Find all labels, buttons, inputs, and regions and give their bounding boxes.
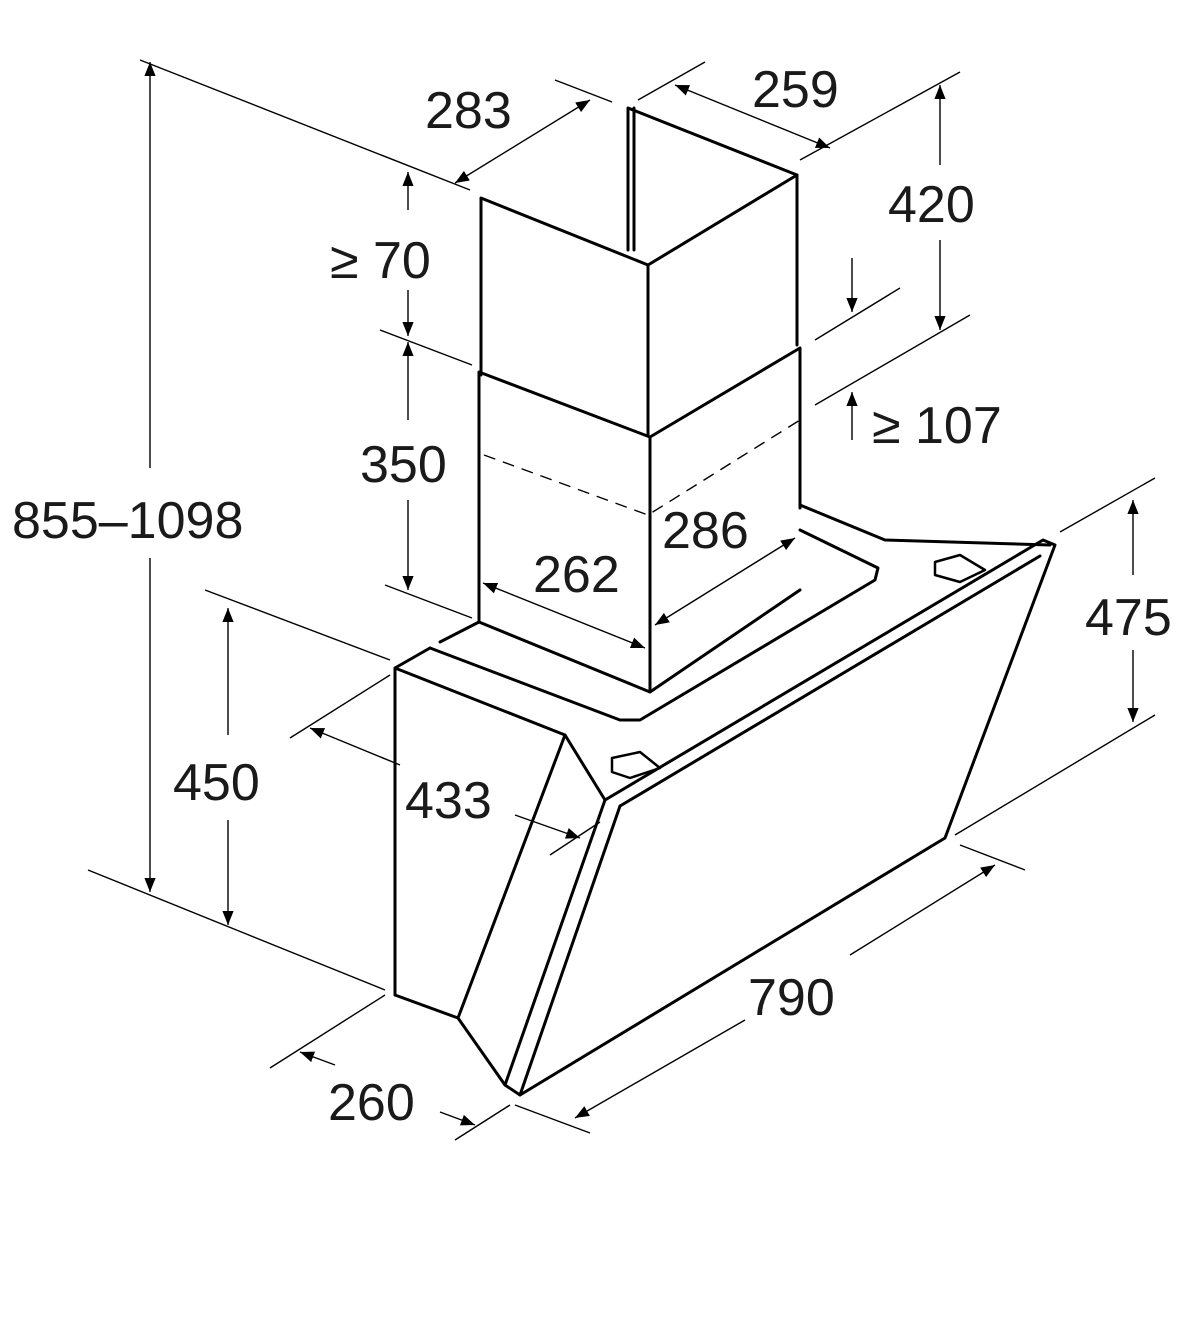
dim-bottom-depth: 260 [328, 1074, 415, 1132]
dim-lower-chimney-height: 350 [360, 436, 447, 494]
dim-chimney-depth: 286 [662, 502, 749, 560]
dim-min-gap: ≥ 107 [872, 397, 1002, 455]
dim-glass-height: 475 [1085, 589, 1172, 647]
dim-upper-chimney-height: 420 [888, 176, 975, 234]
dim-upper-chimney-depth: 283 [425, 82, 512, 140]
dimension-lines [87, 59, 1156, 1141]
dim-min-overlap: ≥ 70 [330, 232, 431, 290]
dim-chimney-width: 262 [533, 546, 620, 604]
dim-total-height: 855–1098 [12, 492, 243, 550]
lower-chimney [477, 346, 802, 694]
upper-chimney [479, 106, 799, 437]
dim-body-height: 450 [173, 754, 260, 812]
glass-panel [503, 538, 1057, 1097]
dim-width: 790 [748, 969, 835, 1027]
hood-top-plate [428, 503, 1052, 722]
hood-body [393, 646, 607, 1087]
hinge-right [933, 553, 987, 584]
hinge-left [610, 750, 662, 780]
dim-body-depth: 433 [405, 772, 492, 830]
dim-upper-chimney-width: 259 [752, 61, 839, 119]
